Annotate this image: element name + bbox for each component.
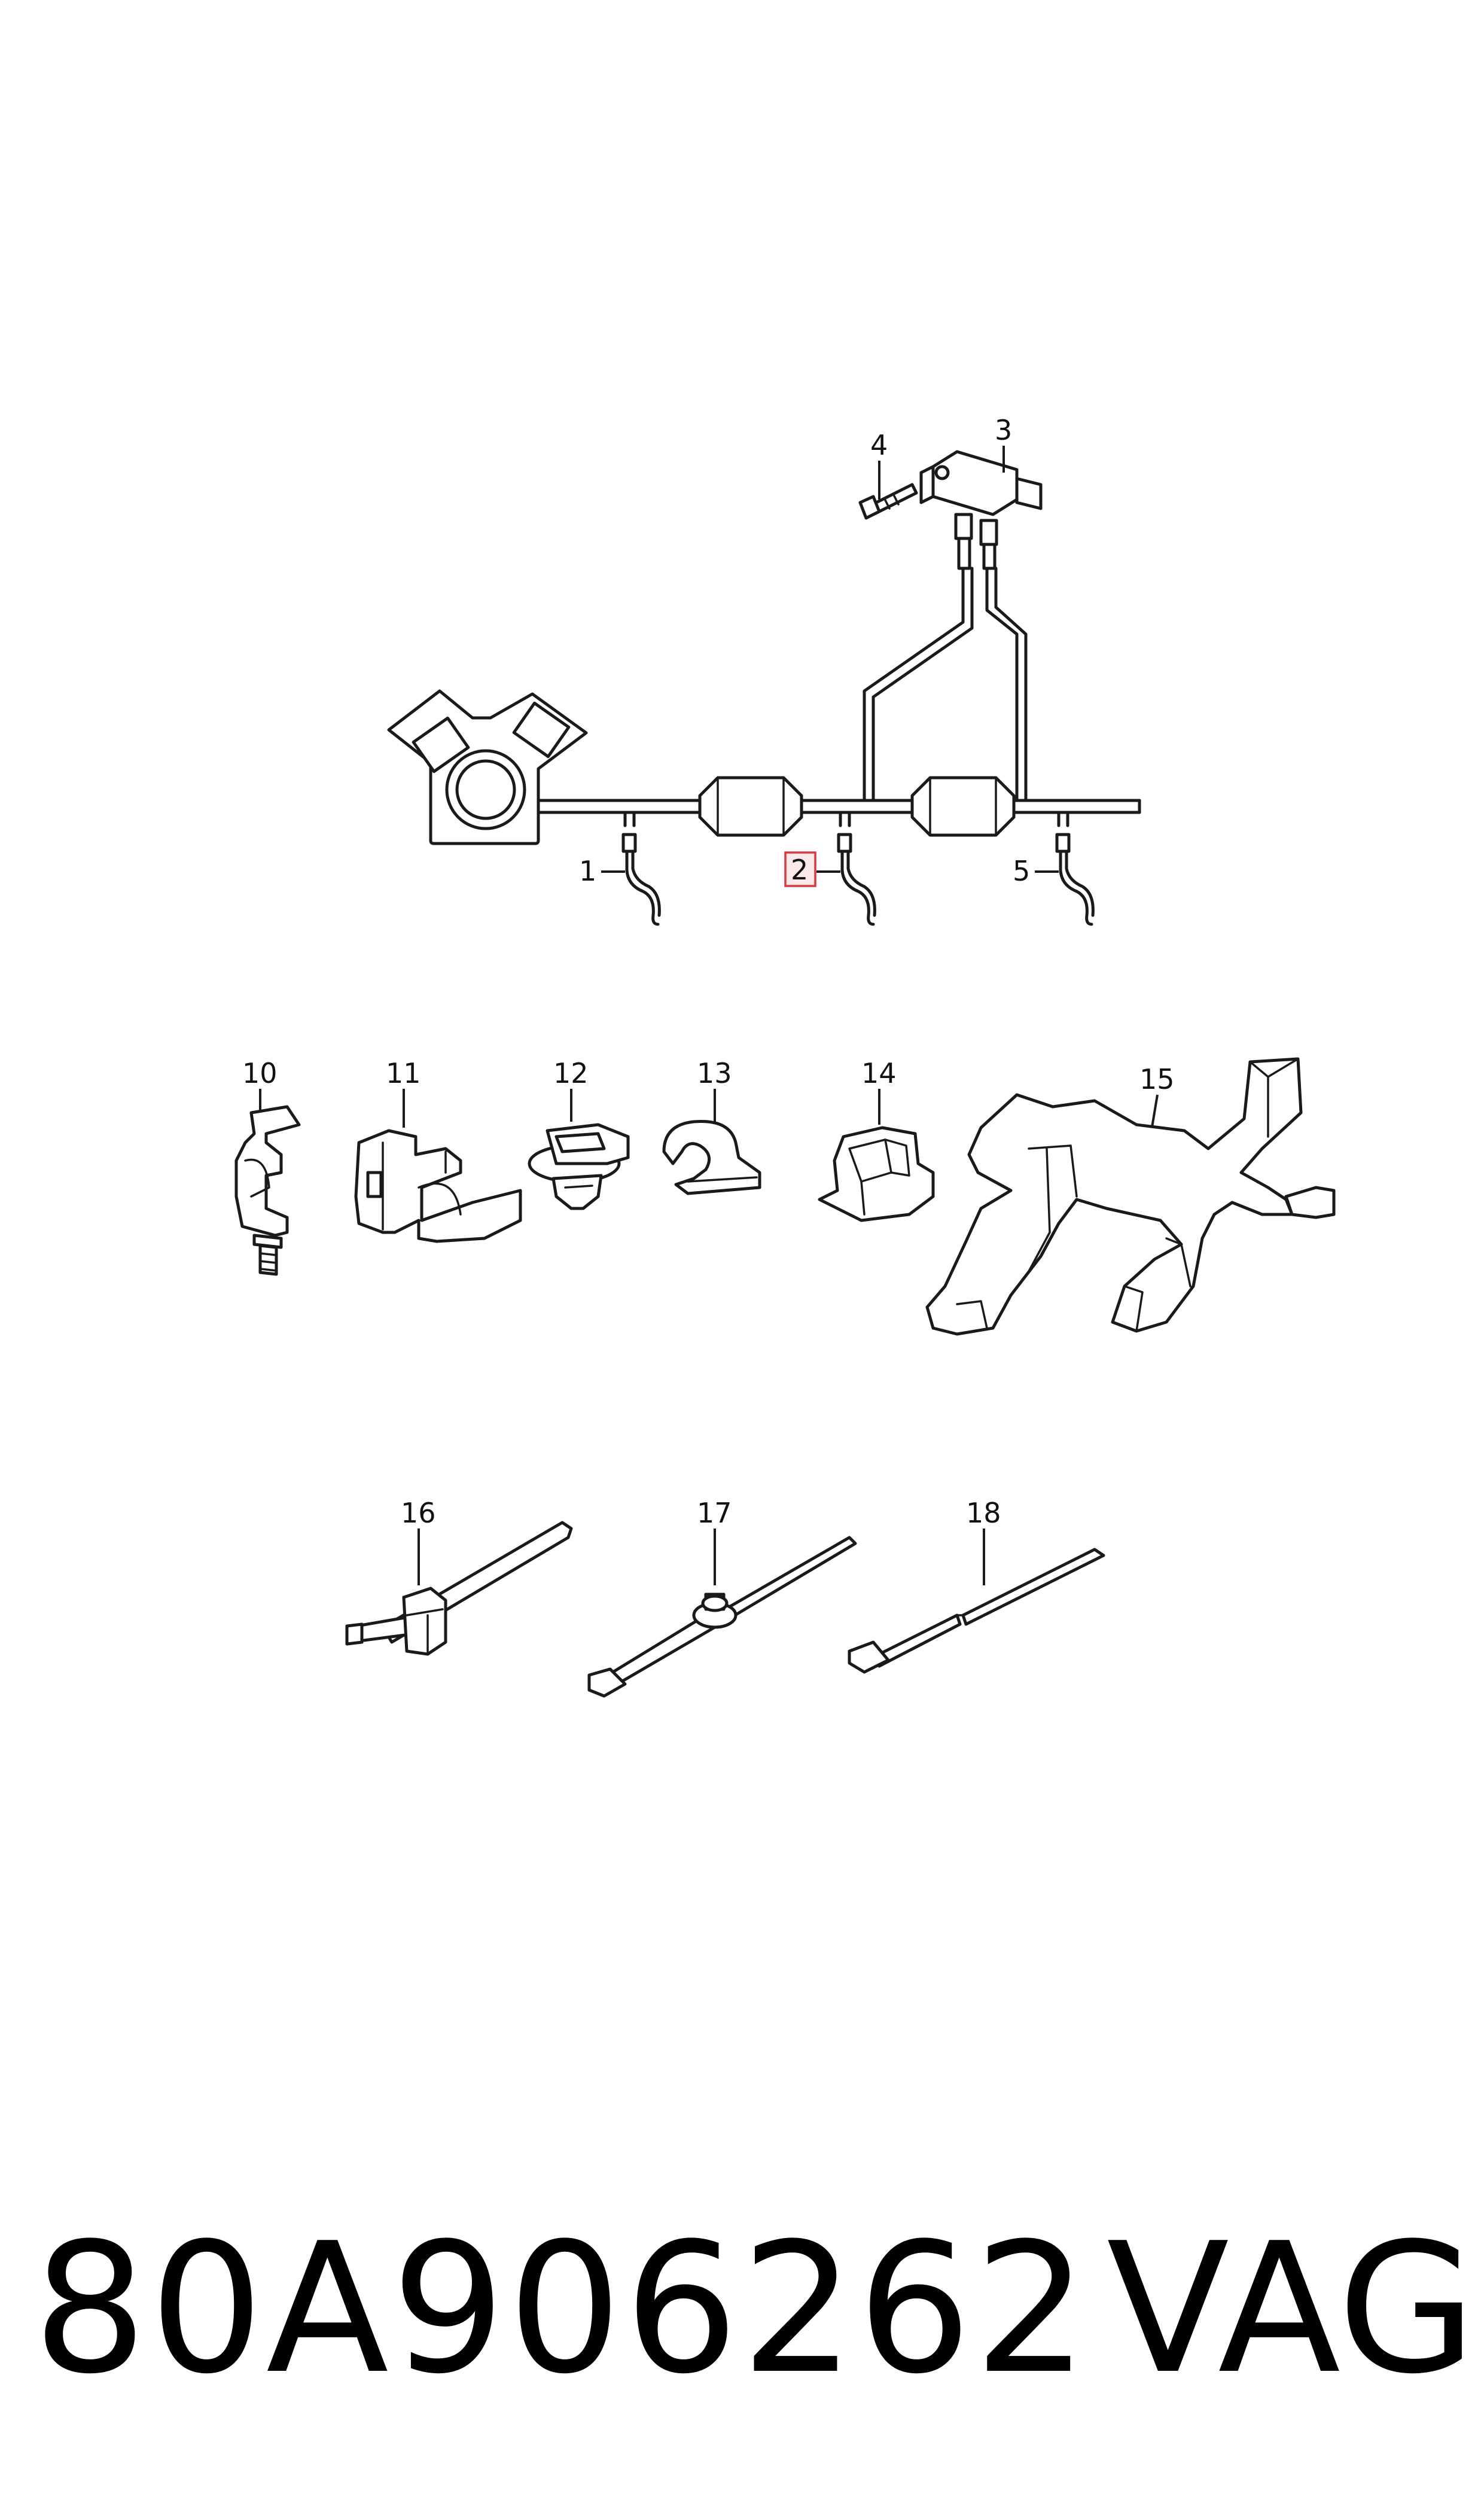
callout-1: 1 — [579, 855, 625, 887]
svg-text:4: 4 — [870, 429, 888, 461]
pressure-sensor — [919, 450, 1043, 570]
svg-text:2: 2 — [791, 854, 808, 886]
part-number: 80A906262 — [33, 2205, 1091, 2413]
svg-text:11: 11 — [386, 1057, 421, 1089]
brand-name: VAG — [1107, 2205, 1477, 2413]
clip-13: 13 — [662, 1057, 761, 1195]
svg-text:15: 15 — [1139, 1063, 1175, 1095]
clip-10: 10 — [234, 1057, 301, 1276]
svg-text:16: 16 — [401, 1497, 436, 1529]
svg-text:18: 18 — [966, 1497, 1001, 1529]
pressure-lines — [863, 567, 1028, 802]
callout-2: 2 — [784, 851, 840, 887]
temperature-sensor-2 — [837, 833, 876, 926]
cable-tie-17: 17 — [587, 1497, 857, 1698]
svg-text:10: 10 — [242, 1057, 278, 1089]
svg-text:12: 12 — [553, 1057, 589, 1089]
svg-text:3: 3 — [995, 414, 1012, 446]
exhaust-system — [387, 450, 1141, 926]
temperature-sensor-5 — [1055, 833, 1095, 926]
catalytic-converter-2 — [910, 776, 1016, 837]
cable-tie-16: 16 — [345, 1497, 573, 1656]
temperature-sensor-1 — [621, 833, 661, 926]
clip-14: 14 — [818, 1057, 935, 1222]
clip-12: 12 — [528, 1057, 630, 1210]
callout-3: 3 — [995, 414, 1012, 473]
cable-tie-18: 18 — [848, 1497, 1105, 1674]
svg-text:13: 13 — [697, 1057, 732, 1089]
svg-text:14: 14 — [861, 1057, 897, 1089]
bolt — [858, 483, 918, 520]
svg-text:1: 1 — [579, 855, 596, 887]
callout-5: 5 — [1013, 855, 1059, 887]
engine-block — [387, 689, 588, 845]
clip-11: 11 — [354, 1057, 522, 1243]
svg-text:5: 5 — [1013, 855, 1030, 887]
exhaust-pipe — [537, 799, 1141, 814]
sensor-bosses — [623, 811, 1069, 827]
bracket-15: 15 — [925, 1057, 1336, 1336]
catalytic-converter-1 — [698, 776, 803, 837]
svg-text:17: 17 — [697, 1497, 732, 1529]
callout-4: 4 — [870, 429, 888, 500]
